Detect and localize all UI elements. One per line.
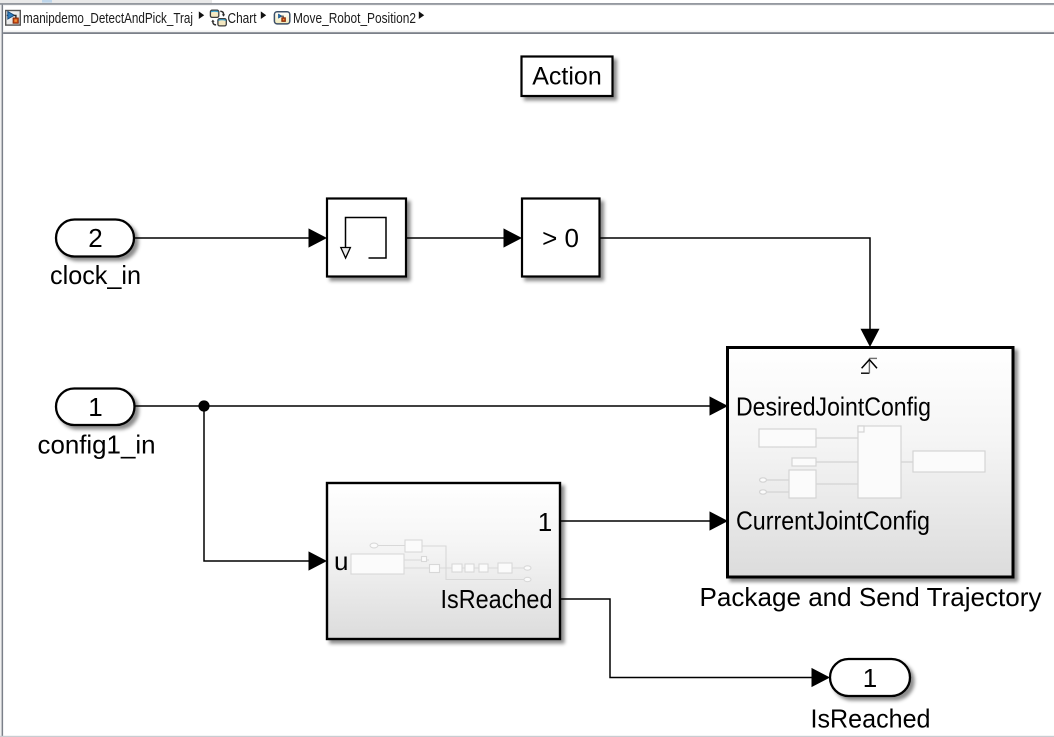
svg-text:IsReached: IsReached <box>811 704 931 734</box>
svg-text:2: 2 <box>88 223 102 253</box>
svg-text:clock_in: clock_in <box>50 260 141 290</box>
svg-text:Chart: Chart <box>228 10 258 27</box>
svg-text:1: 1 <box>88 392 102 422</box>
svg-text:u: u <box>334 546 348 576</box>
svg-text:manipdemo_DetectAndPick_Traj: manipdemo_DetectAndPick_Traj <box>23 10 193 27</box>
svg-text:> 0: > 0 <box>542 223 579 253</box>
svg-text:Action: Action <box>532 63 601 91</box>
svg-text:Package and Send Trajectory: Package and Send Trajectory <box>700 582 1042 612</box>
svg-text:Move_Robot_Position2: Move_Robot_Position2 <box>293 10 416 27</box>
svg-text:config1_in: config1_in <box>38 430 156 460</box>
svg-text:IsReached: IsReached <box>441 584 553 614</box>
svg-text:DesiredJointConfig: DesiredJointConfig <box>736 392 931 422</box>
svg-text:CurrentJointConfig: CurrentJointConfig <box>736 506 930 536</box>
svg-text:1: 1 <box>863 663 877 693</box>
svg-text:1: 1 <box>538 507 552 537</box>
